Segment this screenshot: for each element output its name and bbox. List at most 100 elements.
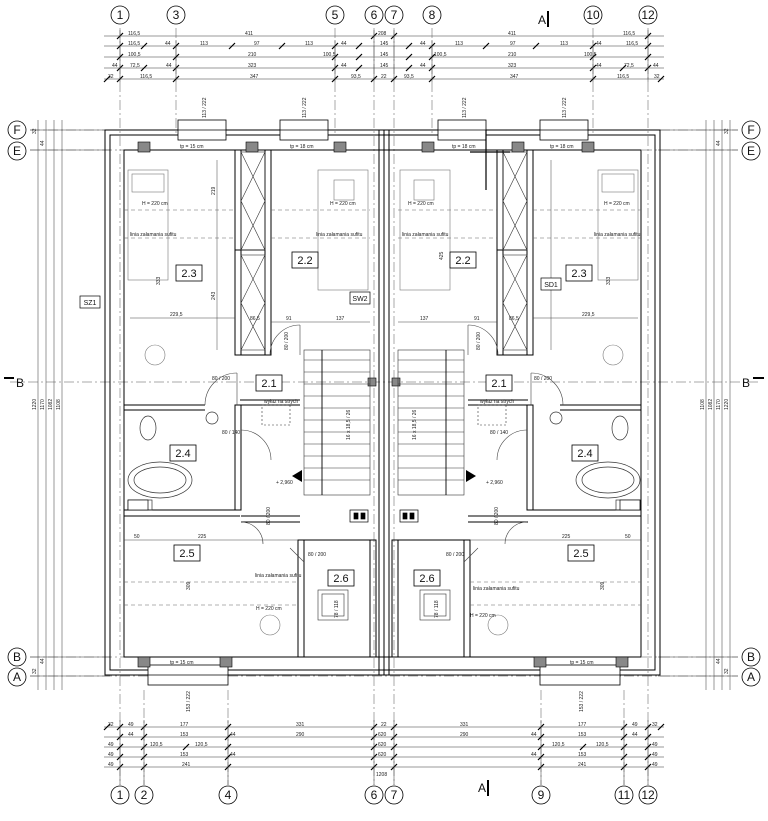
grid-label-bot-6: 6 bbox=[371, 788, 378, 802]
interior-walls-left bbox=[124, 149, 377, 658]
tag-sw2: SW2 bbox=[352, 296, 367, 303]
grid-labels-bottom: 1 2 4 6 7 9 11 12 bbox=[117, 788, 655, 802]
section-marker-left: B bbox=[4, 376, 24, 390]
grid-labels-right: F E B A bbox=[747, 123, 755, 684]
grid-label-top-7: 7 bbox=[391, 8, 398, 22]
note-hatch-r: wyłaz na strych bbox=[480, 399, 514, 405]
note-tp-r: tp = 18 cm bbox=[452, 144, 475, 150]
room-label-r22: 2.2 bbox=[455, 255, 470, 267]
dim-right-7: 44 bbox=[716, 658, 722, 664]
dim-bot-1-i: 32 bbox=[652, 722, 658, 728]
window-label-3: 113 / 222 bbox=[462, 97, 468, 118]
dim-top-3-d: 145 bbox=[380, 52, 389, 58]
door-label-8: 80 / 200 bbox=[494, 507, 500, 525]
note-ceiling-6: linia załamania sufitu bbox=[473, 586, 520, 592]
note-h220-6: H = 220 cm bbox=[470, 613, 496, 619]
idim-225-r: 225 bbox=[562, 534, 571, 540]
room-labels: 2.3 2.2 2.1 2.4 2.5 2.6 2.2 2.3 2.1 2.4 … bbox=[175, 255, 592, 585]
dim-bot-2-f: 290 bbox=[460, 732, 469, 738]
grid-label-top-8: 8 bbox=[429, 8, 436, 22]
grid-bubbles-left bbox=[7, 120, 27, 687]
note-ceiling-1: linia załamania sufitu bbox=[130, 232, 177, 238]
dim-top-2-h: 44 bbox=[420, 41, 426, 47]
idim-91-b: 91 bbox=[474, 316, 480, 322]
grid-label-left-F: F bbox=[13, 123, 20, 137]
dim-top-4-e: 44 bbox=[341, 63, 347, 69]
dim-bot-1-f: 331 bbox=[460, 722, 469, 728]
dim-top-2-i: 113 bbox=[455, 41, 463, 47]
grid-label-bot-2: 2 bbox=[141, 788, 148, 802]
dim-bot-3-c: 120,5 bbox=[195, 742, 208, 748]
dim-top-5-d: 93,5 bbox=[351, 74, 361, 80]
dim-bot-3-f: 120,5 bbox=[596, 742, 609, 748]
dim-top-5-a: 32 bbox=[108, 74, 114, 80]
room-label-r21: 2.1 bbox=[491, 378, 506, 390]
dim-bot-1-h: 49 bbox=[632, 722, 638, 728]
grid-label-right-F: F bbox=[747, 123, 754, 137]
note-stair-r: 16 x 18,5 / 26 bbox=[412, 409, 418, 440]
dim-bot-4-a: 49 bbox=[108, 752, 114, 758]
dim-left-3: 1082 bbox=[48, 399, 54, 410]
columns bbox=[137, 141, 629, 668]
grid-label-bot-4: 4 bbox=[225, 788, 232, 802]
grid-labels-left: F E B A bbox=[13, 123, 21, 684]
dim-bot-3-g: 49 bbox=[652, 742, 658, 748]
dim-top-1-c: 208 bbox=[378, 31, 387, 37]
dim-top-2-j: 97 bbox=[510, 41, 516, 47]
dim-bot-5-b: 241 bbox=[182, 762, 191, 768]
bottom-dimension-chains bbox=[104, 720, 664, 785]
dim-bot-2-c: 44 bbox=[230, 732, 236, 738]
dim-bot-5-a: 49 bbox=[108, 762, 114, 768]
note-tp-bl: tp = 15 cm bbox=[170, 660, 193, 666]
dim-top-2-d: 97 bbox=[254, 41, 260, 47]
room-label-r23: 2.3 bbox=[571, 268, 586, 280]
dim-bot-2-i: 44 bbox=[632, 732, 638, 738]
section-marker-top: A bbox=[538, 11, 549, 27]
survey-marker bbox=[470, 130, 510, 190]
door-labels: 80 / 200 80 / 200 80 / 140 80 / 140 80 /… bbox=[212, 332, 552, 618]
grid-bubbles-bottom bbox=[110, 785, 658, 805]
dim-top-1-a: 116,5 bbox=[128, 31, 140, 37]
wardrobe-bracing bbox=[240, 151, 528, 351]
dim-top-4-c: 44 bbox=[166, 63, 172, 69]
dim-bot-1-g: 177 bbox=[578, 722, 587, 728]
grid-label-top-5: 5 bbox=[332, 8, 339, 22]
stair-direction-arrows bbox=[292, 470, 476, 482]
idim-243: 243 bbox=[211, 291, 217, 300]
idim-229-l: 229,5 bbox=[170, 312, 183, 318]
room-label-boxes bbox=[169, 251, 599, 587]
grid-labels-top: 1 3 5 6 7 8 10 12 bbox=[117, 8, 655, 22]
dim-top-4-d: 323 bbox=[248, 63, 257, 69]
door-label-4: 80 / 140 bbox=[490, 430, 508, 436]
dim-top-5-b: 116,5 bbox=[140, 74, 152, 80]
dim-top-4-g: 44 bbox=[420, 63, 426, 69]
element-tags bbox=[79, 277, 562, 309]
section-marker-right: B bbox=[742, 376, 764, 390]
interior-dimension-lines bbox=[124, 160, 641, 541]
room-label-l21: 2.1 bbox=[261, 378, 276, 390]
dim-bot-3-b: 120,5 bbox=[150, 742, 163, 748]
window-label-5: 153 / 222 bbox=[186, 691, 192, 712]
note-tp-l: tp = 15 cm bbox=[180, 144, 203, 150]
idim-229-r: 229,5 bbox=[582, 312, 595, 318]
window-label-1: 113 / 222 bbox=[202, 97, 208, 118]
section-label-right: B bbox=[742, 376, 750, 390]
dim-bot-2-g: 44 bbox=[531, 732, 537, 738]
dim-top-3-g: 100,5 bbox=[584, 52, 597, 58]
skylight-label-r: 78 / 118 bbox=[434, 600, 440, 618]
note-ceiling-2: linia załamania sufitu bbox=[316, 232, 363, 238]
stairs-left bbox=[303, 349, 371, 496]
furniture-beds bbox=[127, 169, 639, 291]
note-stair-l: 16 x 18,5 / 26 bbox=[346, 409, 352, 440]
dim-bot-2-b: 153 bbox=[180, 732, 189, 738]
note-h220-3: H = 220 cm bbox=[408, 201, 434, 207]
dim-top-5-h: 116,5 bbox=[617, 74, 629, 80]
idim-333-r: 333 bbox=[606, 276, 612, 285]
window-label-6: 153 / 222 bbox=[579, 691, 585, 712]
tag-sz1: SZ1 bbox=[84, 300, 97, 307]
grid-label-top-1: 1 bbox=[117, 8, 124, 22]
dim-top-3-c: 100,5 bbox=[323, 52, 336, 58]
dim-bot-4-b: 153 bbox=[180, 752, 189, 758]
side-dimension-texts: 1220 1170 1082 1108 32 44 44 32 1108 108… bbox=[32, 128, 730, 674]
